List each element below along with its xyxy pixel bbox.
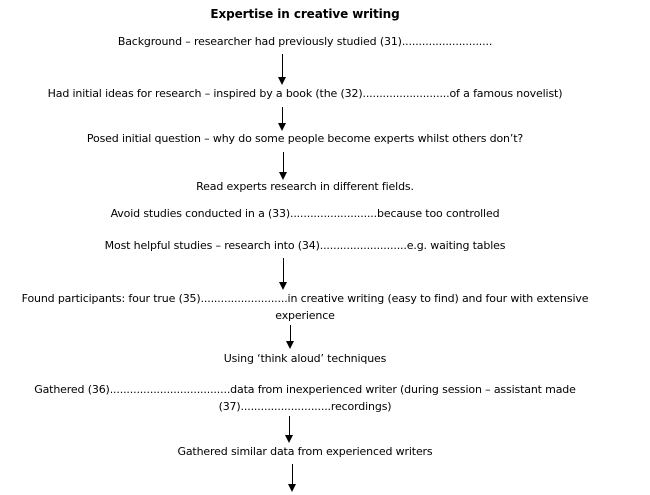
flow-step-participants: Found participants: four true (35)......… bbox=[0, 290, 610, 324]
step-text: Background – researcher had previously s… bbox=[117, 35, 493, 48]
arrow-head bbox=[284, 435, 293, 443]
step-text: Posed initial question – why do some peo… bbox=[86, 132, 524, 145]
arrow-shaft bbox=[281, 107, 283, 124]
flow-step-think-aloud: Using ‘think aloud’ techniques bbox=[0, 352, 610, 366]
step-text: Read experts research in different field… bbox=[196, 180, 414, 193]
step-text: Most helpful studies – research into (34… bbox=[104, 239, 506, 252]
step-text-line2: (37)...........................recording… bbox=[218, 400, 392, 413]
flow-step-gathered-data: Gathered (36)...........................… bbox=[0, 381, 610, 415]
step-text: Gathered similar data from experienced w… bbox=[177, 445, 433, 458]
down-arrow-icon bbox=[287, 464, 297, 492]
flow-step-gathered-similar: Gathered similar data from experienced w… bbox=[0, 445, 610, 459]
step-text: Had initial ideas for research – inspire… bbox=[47, 87, 563, 100]
down-arrow-icon bbox=[278, 258, 288, 290]
down-arrow-icon bbox=[277, 54, 287, 85]
page-title: Expertise in creative writing bbox=[210, 7, 400, 21]
flow-step-read-research: Read experts research in different field… bbox=[0, 180, 610, 194]
flow-step-initial-ideas: Had initial ideas for research – inspire… bbox=[0, 87, 610, 101]
flow-step-background: Background – researcher had previously s… bbox=[0, 35, 610, 49]
down-arrow-icon bbox=[284, 416, 294, 443]
flow-step-initial-question: Posed initial question – why do some peo… bbox=[0, 132, 610, 146]
arrow-head bbox=[287, 484, 296, 492]
flow-step-avoid-studies: Avoid studies conducted in a (33).......… bbox=[0, 207, 610, 221]
down-arrow-icon bbox=[277, 107, 287, 131]
down-arrow-icon bbox=[285, 325, 295, 349]
arrow-head bbox=[277, 77, 286, 85]
step-text: Using ‘think aloud’ techniques bbox=[223, 352, 387, 365]
arrow-shaft bbox=[291, 464, 293, 485]
arrow-head bbox=[285, 341, 294, 349]
arrow-shaft bbox=[282, 258, 284, 283]
arrow-head bbox=[278, 172, 287, 180]
arrow-head bbox=[277, 123, 286, 131]
down-arrow-icon bbox=[278, 152, 288, 180]
arrow-head bbox=[278, 282, 287, 290]
step-text-line1: Found participants: four true (35)......… bbox=[21, 292, 589, 305]
step-text-line2: experience bbox=[275, 309, 335, 322]
step-text-line1: Gathered (36)...........................… bbox=[34, 383, 576, 396]
flow-step-helpful-studies: Most helpful studies – research into (34… bbox=[0, 239, 610, 253]
arrow-shaft bbox=[281, 54, 283, 78]
step-text: Avoid studies conducted in a (33).......… bbox=[110, 207, 500, 220]
arrow-shaft bbox=[282, 152, 284, 173]
arrow-shaft bbox=[289, 325, 291, 342]
arrow-shaft bbox=[288, 416, 290, 436]
